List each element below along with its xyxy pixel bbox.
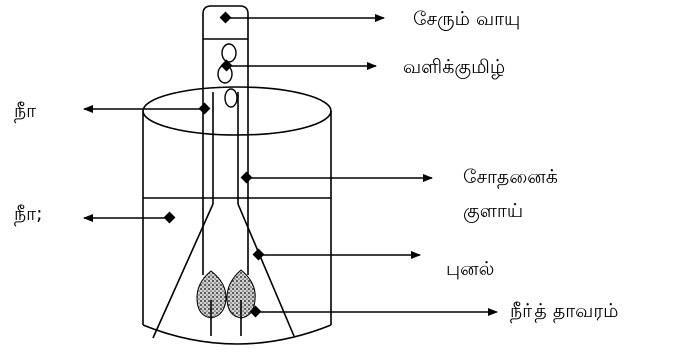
pointer-dot bbox=[249, 305, 262, 318]
water-plant-icon bbox=[196, 269, 256, 336]
label-water-plant: நீா்த் தாவரம் bbox=[510, 300, 619, 322]
label-test-tube-line2: குளாய் bbox=[463, 200, 524, 222]
label-funnel: புனல் bbox=[446, 258, 495, 280]
label-bubble: வளிக்குமிழ் bbox=[403, 56, 506, 78]
label-water-top: நீா bbox=[14, 100, 37, 122]
gas-bubbles bbox=[217, 43, 238, 108]
label-test-tube: சோதனைக் குளாய் bbox=[463, 160, 558, 228]
beaker-base bbox=[142, 324, 332, 345]
label-collected-gas: சேரும் வாயு bbox=[413, 8, 521, 30]
pointers bbox=[83, 11, 498, 318]
pointer-dot bbox=[220, 59, 233, 72]
pointer-dot bbox=[163, 211, 176, 224]
label-test-tube-line1: சோதனைக் bbox=[463, 166, 558, 188]
beaker bbox=[142, 86, 332, 345]
bubble bbox=[221, 43, 237, 63]
pointer-dot bbox=[198, 102, 211, 115]
pointer-dot bbox=[219, 11, 232, 24]
pointer-dot bbox=[240, 171, 253, 184]
bubble bbox=[224, 88, 238, 108]
pointer-dot bbox=[252, 248, 265, 261]
test-tube bbox=[202, 5, 249, 275]
label-water-side: நீா; bbox=[14, 203, 43, 225]
